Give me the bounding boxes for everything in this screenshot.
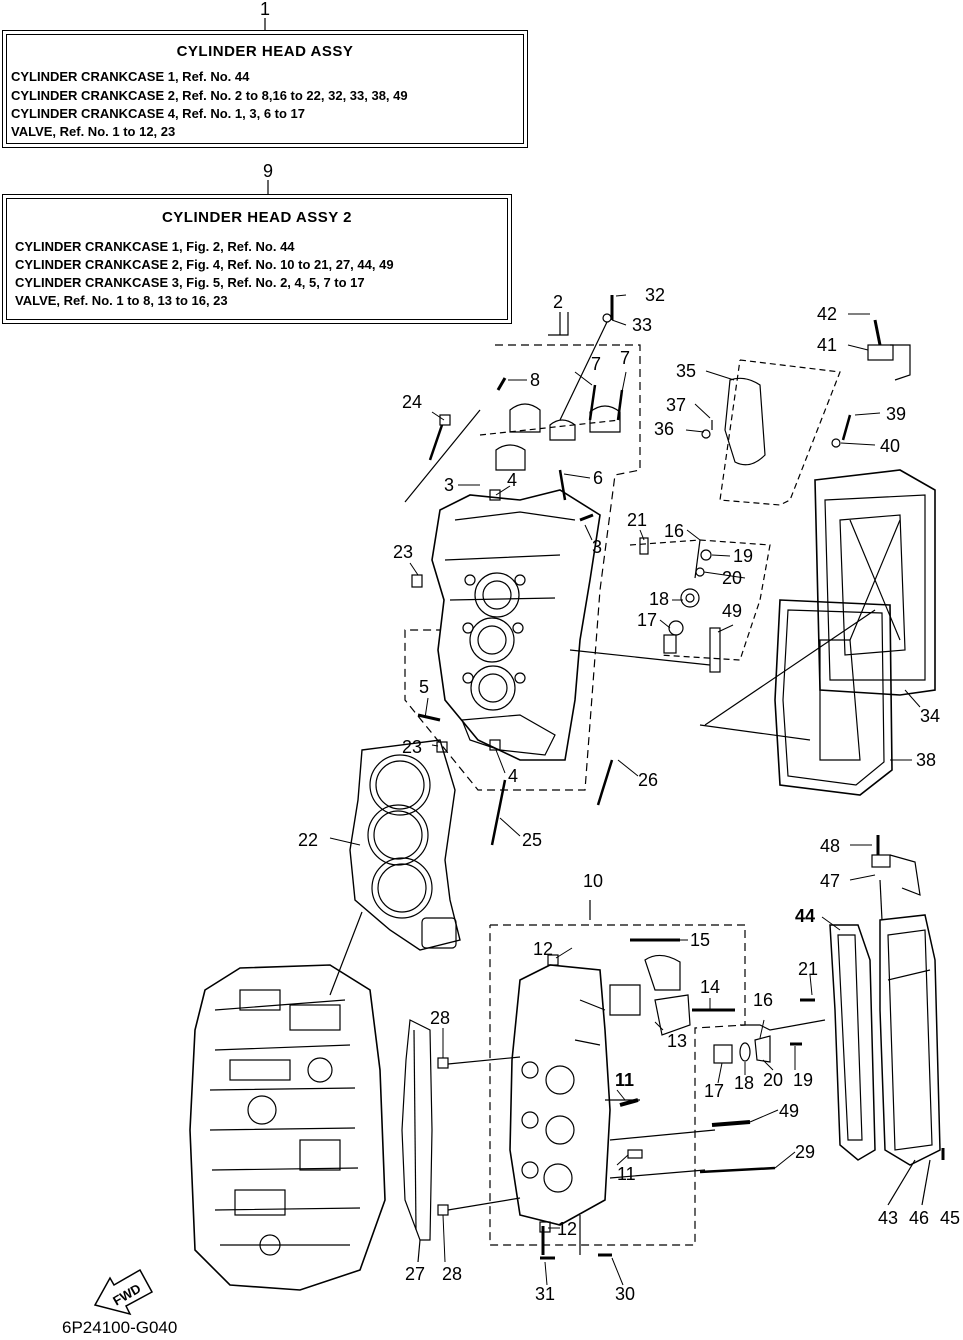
assy1-line: CYLINDER CRANKCASE 4, Ref. No. 1, 3, 6 t…: [11, 106, 305, 121]
callout-10: 10: [583, 871, 603, 891]
callout-49: 49: [722, 601, 742, 621]
callout-4: 4: [507, 470, 517, 490]
callout-19: 19: [733, 546, 753, 566]
callout-7: 7: [620, 348, 630, 368]
callout-20: 20: [722, 568, 742, 588]
assy2-info-box: CYLINDER HEAD ASSY 2 CYLINDER CRANKCASE …: [2, 194, 512, 324]
callout-28: 28: [430, 1008, 450, 1028]
callout-21: 21: [798, 959, 818, 979]
callout-47: 47: [820, 871, 840, 891]
callout-44: 44: [795, 906, 815, 926]
callout-6: 6: [593, 468, 603, 488]
assy1-inner-frame: [6, 34, 524, 144]
assy2-line: CYLINDER CRANKCASE 3, Fig. 5, Ref. No. 2…: [15, 275, 365, 290]
callout-13: 13: [667, 1031, 687, 1051]
callout-12: 12: [533, 939, 553, 959]
assy2-line: VALVE, Ref. No. 1 to 8, 13 to 16, 23: [15, 293, 228, 308]
callout-27: 27: [405, 1264, 425, 1284]
callout-4: 4: [508, 766, 518, 786]
callout-5: 5: [419, 677, 429, 697]
callout-8: 8: [530, 370, 540, 390]
callout-3: 3: [592, 537, 602, 557]
assy1-line: VALVE, Ref. No. 1 to 12, 23: [11, 124, 176, 139]
assy1-title: CYLINDER HEAD ASSY: [176, 43, 354, 60]
callout-46: 46: [909, 1208, 929, 1228]
callout-26: 26: [638, 770, 658, 790]
callout-49: 49: [779, 1101, 799, 1121]
callout-17: 17: [637, 610, 657, 630]
callout-24: 24: [402, 392, 422, 412]
callout-15: 15: [690, 930, 710, 950]
callout-39: 39: [886, 404, 906, 424]
callout-23: 23: [402, 737, 422, 757]
callout-18: 18: [734, 1073, 754, 1093]
callout-42: 42: [817, 304, 837, 324]
callout-2: 2: [553, 292, 563, 312]
callout-11: 11: [615, 1070, 634, 1090]
assy1-ref-number: 1: [260, 0, 271, 19]
assy1-line: CYLINDER CRANKCASE 2, Ref. No. 2 to 8,16…: [11, 88, 408, 103]
callout-34: 34: [920, 706, 940, 726]
callout-20: 20: [763, 1070, 783, 1090]
callout-22: 22: [298, 830, 318, 850]
assy2-ref-number: 9: [263, 161, 274, 181]
callout-19: 19: [793, 1070, 813, 1090]
callout-3: 3: [444, 475, 454, 495]
callout-21: 21: [627, 510, 647, 530]
callout-45: 45: [940, 1208, 960, 1228]
callout-48: 48: [820, 836, 840, 856]
callout-25: 25: [522, 830, 542, 850]
assy2-line: CYLINDER CRANKCASE 2, Fig. 4, Ref. No. 1…: [15, 257, 394, 272]
callout-32: 32: [645, 285, 665, 305]
callout-11: 11: [617, 1164, 636, 1184]
callout-31: 31: [535, 1284, 555, 1304]
assy2-line: CYLINDER CRANKCASE 1, Fig. 2, Ref. No. 4…: [15, 239, 295, 254]
callout-17: 17: [704, 1081, 724, 1101]
callout-41: 41: [817, 335, 837, 355]
callout-28: 28: [442, 1264, 462, 1284]
callout-33: 33: [632, 315, 652, 335]
callout-36: 36: [654, 419, 674, 439]
diagram-code: 6P24100-G040: [62, 1318, 178, 1337]
assy2-inner-frame: [6, 198, 508, 320]
callout-29: 29: [795, 1142, 815, 1162]
assy2-title: CYLINDER HEAD ASSY 2: [161, 209, 353, 226]
callout-16: 16: [664, 521, 684, 541]
callout-12: 12: [557, 1219, 577, 1239]
callout-30: 30: [615, 1284, 635, 1304]
callout-18: 18: [649, 589, 669, 609]
assy1-info-box: CYLINDER HEAD ASSY CYLINDER CRANKCASE 1,…: [2, 30, 528, 148]
callout-40: 40: [880, 436, 900, 456]
callout-37: 37: [666, 395, 686, 415]
callout-23: 23: [393, 542, 413, 562]
assy1-line: CYLINDER CRANKCASE 1, Ref. No. 44: [11, 69, 250, 84]
callout-35: 35: [676, 361, 696, 381]
callout-16: 16: [753, 990, 773, 1010]
callout-14: 14: [700, 977, 720, 997]
callout-43: 43: [878, 1208, 898, 1228]
callout-38: 38: [916, 750, 936, 770]
callout-7: 7: [591, 354, 601, 374]
